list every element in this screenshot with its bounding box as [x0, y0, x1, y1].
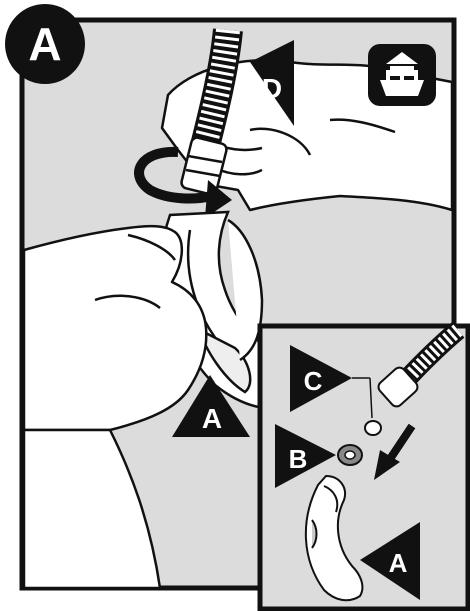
callout-a-main-label: A — [202, 403, 222, 434]
step-label: A — [28, 18, 61, 70]
callout-a-inset-label: A — [389, 548, 408, 578]
step-badge: A — [5, 4, 85, 84]
small-o-ring — [365, 421, 381, 435]
inset-panel: C B A — [260, 326, 468, 609]
large-o-ring — [338, 445, 362, 465]
pool-cleaner-float-icon — [368, 44, 436, 106]
callout-d-label: D — [262, 73, 282, 104]
callout-c-label: C — [304, 366, 323, 396]
callout-b-label: B — [289, 444, 308, 474]
